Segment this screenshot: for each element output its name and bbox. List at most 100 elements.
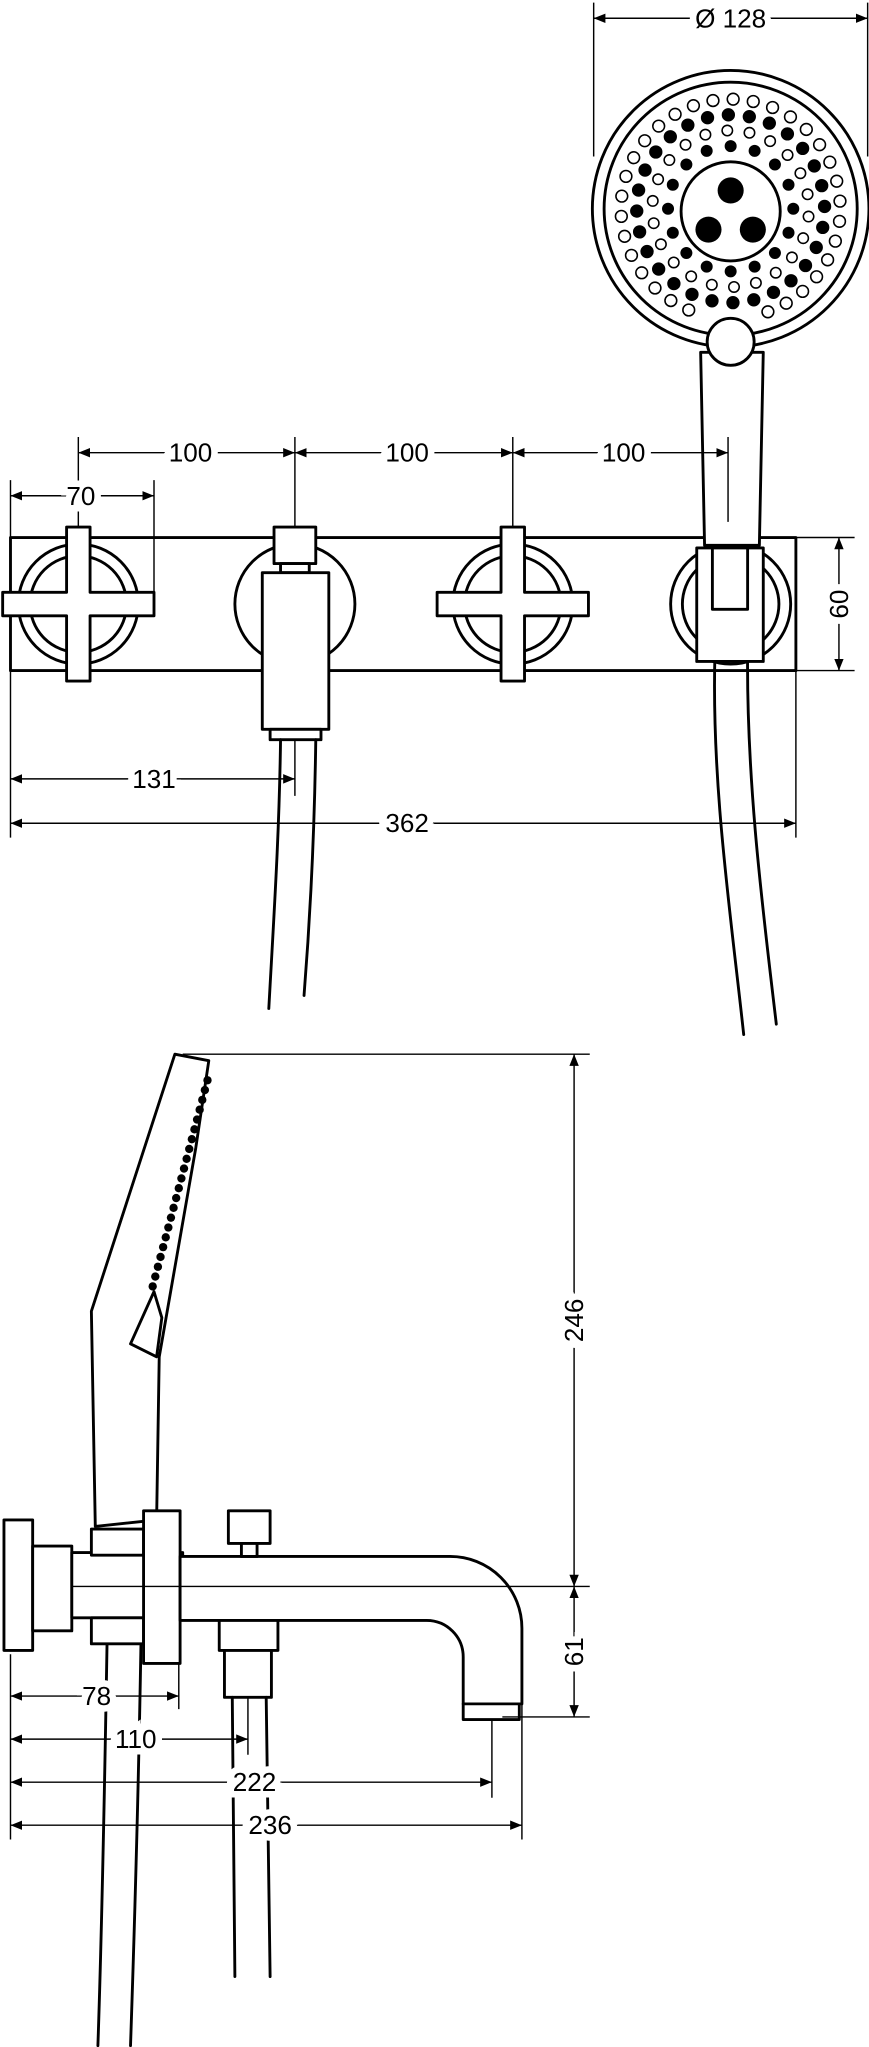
spray-nozzle: [615, 189, 629, 203]
right-cross-handle: [435, 525, 590, 683]
spray-nozzle: [820, 253, 835, 267]
spray-nozzle: [700, 144, 713, 157]
spray-nozzle: [635, 266, 649, 280]
depth-110-label: 110: [115, 1724, 157, 1754]
handle-width-label: 70: [66, 481, 95, 511]
spray-nozzle: [664, 293, 678, 308]
spacing-label-1: 100: [169, 438, 213, 468]
spray-nozzle: [631, 183, 646, 197]
spray-nozzle: [686, 99, 701, 113]
spray-nozzle: [726, 295, 740, 310]
spray-nozzle: [680, 158, 693, 171]
spray-nozzle: [203, 1076, 212, 1085]
spray-nozzle: [666, 178, 679, 191]
spray-nozzle: [823, 155, 837, 169]
extension-lines: [9, 2, 869, 838]
spray-nozzle: [652, 119, 666, 133]
spray-nozzle: [795, 141, 810, 156]
spray-nozzle: [627, 151, 641, 165]
spray-nozzle: [699, 128, 712, 141]
spray-nozzle: [667, 256, 680, 269]
spray-nozzle: [195, 1105, 204, 1114]
spout-drop-label: 61: [559, 1637, 589, 1666]
projection-236-label: 236: [248, 1810, 292, 1840]
spray-nozzle: [728, 280, 741, 293]
spray-nozzle: [668, 107, 682, 121]
spray-nozzle: [632, 225, 647, 239]
spray-nozzle: [705, 278, 718, 291]
spray-nozzle: [809, 270, 824, 284]
spray-nozzle: [177, 1174, 186, 1183]
spray-nozzle: [190, 1125, 199, 1134]
spray-nozzle: [801, 188, 814, 201]
spray-nozzle: [685, 287, 699, 301]
spacing-label-3: 100: [602, 438, 646, 468]
spray-nozzle: [200, 1085, 210, 1095]
shower-holder: [669, 542, 793, 1037]
spray-nozzle: [787, 202, 800, 215]
spray-nozzle: [817, 199, 832, 214]
spray-nozzle: [798, 258, 813, 273]
spray-nozzle: [830, 174, 844, 188]
spray-nozzle: [652, 262, 666, 276]
spray-nozzle: [768, 158, 781, 171]
spray-nozzle: [794, 167, 807, 180]
side-view: 246 61 78 110 222 236: [2, 1052, 596, 2047]
spray-nozzle: [663, 154, 676, 167]
spray-nozzle: [724, 265, 737, 278]
spray-nozzle: [812, 138, 827, 152]
spray-nozzle: [614, 209, 628, 224]
spray-nozzle: [192, 1115, 202, 1124]
spray-nozzle: [166, 1213, 176, 1222]
spray-nozzle: [795, 284, 810, 299]
spray-nozzle: [649, 145, 663, 159]
spray-nozzle: [647, 217, 660, 230]
spray-nozzle: [630, 204, 644, 218]
spray-nozzle: [148, 1282, 157, 1291]
spray-nozzle: [784, 274, 798, 288]
spray-nozzle: [172, 1193, 181, 1203]
spray-nozzle: [832, 214, 847, 228]
spray-nozzle: [685, 270, 698, 283]
spray-nozzle: [747, 293, 761, 307]
spray-nozzle: [700, 260, 713, 273]
spray-nozzle: [809, 240, 823, 255]
spray-nozzle: [780, 127, 795, 141]
spray-nozzle: [764, 135, 777, 148]
spray-nozzle: [783, 110, 798, 124]
spray-nozzle: [782, 178, 795, 191]
spout-offset-label: 131: [132, 764, 176, 794]
spray-nozzle: [785, 251, 798, 264]
spray-nozzle: [638, 163, 652, 177]
spray-nozzle: [156, 1252, 165, 1262]
spray-nozzle: [743, 126, 756, 139]
spray-face-nozzles: [148, 1076, 212, 1291]
hand-shower-side: [89, 1052, 212, 2047]
spray-nozzle: [762, 116, 776, 130]
spray-nozzles: [614, 92, 847, 319]
spray-nozzle: [667, 276, 681, 291]
spray-nozzle: [679, 138, 692, 151]
spray-nozzle: [815, 178, 829, 193]
spray-nozzle: [663, 130, 677, 144]
plate-width-label: 362: [385, 808, 429, 838]
spray-nozzle: [680, 247, 693, 260]
depth-222-label: 222: [233, 1767, 277, 1797]
spray-nozzle: [652, 173, 665, 186]
spray-nozzle: [153, 1262, 163, 1271]
spray-nozzle: [174, 1184, 183, 1193]
spray-nozzle: [617, 229, 632, 243]
spray-nozzle: [187, 1134, 197, 1144]
spray-nozzle: [833, 194, 847, 208]
spray-nozzle: [624, 248, 639, 262]
spray-nozzle: [807, 159, 821, 173]
spray-nozzle: [654, 238, 667, 251]
spray-nozzle: [765, 100, 780, 115]
spray-nozzle: [749, 276, 762, 289]
depth-78-label: 78: [82, 1681, 111, 1711]
spray-nozzle: [681, 118, 695, 132]
spray-nozzle: [748, 260, 761, 273]
spray-nozzle: [164, 1223, 173, 1232]
spray-nozzle: [721, 108, 736, 122]
